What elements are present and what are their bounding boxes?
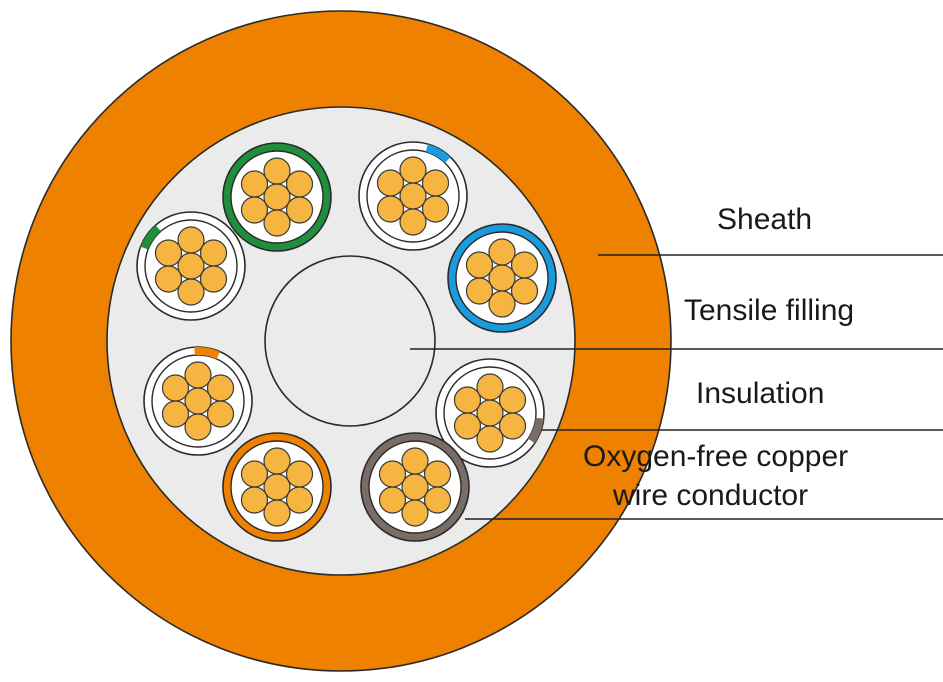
central-strength-member (264, 255, 436, 427)
copper-strand (240, 460, 269, 488)
copper-strand (285, 170, 314, 198)
copper-strand (421, 195, 450, 223)
sheath-label: Sheath (717, 203, 812, 236)
copper-strand (399, 208, 427, 236)
copper-strand (199, 265, 228, 293)
copper-strand (401, 499, 429, 527)
tensile-filling-label: Tensile filling (684, 294, 854, 327)
copper-strand (184, 387, 212, 415)
copper-strand (423, 486, 452, 514)
conductor-label-line1: Oxygen-free copper (583, 440, 848, 473)
copper-strand (465, 251, 494, 279)
core-color-stripe (425, 144, 451, 164)
core-orange (222, 432, 332, 542)
core-orange-striped (143, 346, 253, 456)
copper-strand (510, 277, 539, 305)
copper-strand (206, 400, 235, 428)
copper-strand (240, 170, 269, 198)
copper-strand (177, 278, 205, 306)
copper-strand (510, 251, 539, 279)
copper-strand (399, 156, 427, 184)
copper-strand (285, 196, 314, 224)
copper-strand (421, 169, 450, 197)
copper-strand (465, 277, 494, 305)
copper-strand (240, 196, 269, 224)
copper-strand (240, 486, 269, 514)
copper-strand (476, 373, 504, 401)
copper-strand (263, 473, 291, 501)
copper-strand (285, 486, 314, 514)
core-color-stripe (528, 417, 544, 444)
copper-strand (184, 413, 212, 441)
copper-strand (476, 425, 504, 453)
copper-strand (401, 447, 429, 475)
core-green (222, 142, 332, 252)
copper-strand (378, 486, 407, 514)
core-blue (447, 223, 557, 333)
core-color-stripe (194, 347, 220, 360)
copper-strand (184, 361, 212, 389)
copper-strand (263, 447, 291, 475)
core-blue-striped (358, 141, 468, 251)
copper-strand (263, 499, 291, 527)
copper-strand (177, 252, 205, 280)
copper-strand (161, 374, 190, 402)
copper-strand (453, 386, 482, 414)
copper-strand (488, 264, 516, 292)
core-color-stripe (140, 225, 161, 250)
copper-strand (498, 386, 527, 414)
insulation-label: Insulation (696, 377, 824, 410)
copper-strand (376, 169, 405, 197)
core-green-striped (136, 211, 246, 321)
conductor-label-line2: wire conductor (612, 479, 808, 512)
copper-strand (401, 473, 429, 501)
copper-strand (263, 183, 291, 211)
copper-strand (154, 265, 183, 293)
copper-strand (399, 182, 427, 210)
copper-strand (488, 238, 516, 266)
copper-strand (161, 400, 190, 428)
copper-strand (206, 374, 235, 402)
copper-strand (263, 157, 291, 185)
copper-strand (488, 290, 516, 318)
copper-strand (154, 239, 183, 267)
copper-strand (199, 239, 228, 267)
copper-strand (378, 460, 407, 488)
copper-strand (263, 209, 291, 237)
copper-strand (285, 460, 314, 488)
copper-strand (376, 195, 405, 223)
copper-strand (423, 460, 452, 488)
core-brown (360, 432, 470, 542)
cores-group (136, 141, 557, 542)
copper-strand (177, 226, 205, 254)
copper-strand (476, 399, 504, 427)
copper-strand (498, 412, 527, 440)
copper-strand (453, 412, 482, 440)
core-brown-striped (435, 358, 545, 468)
